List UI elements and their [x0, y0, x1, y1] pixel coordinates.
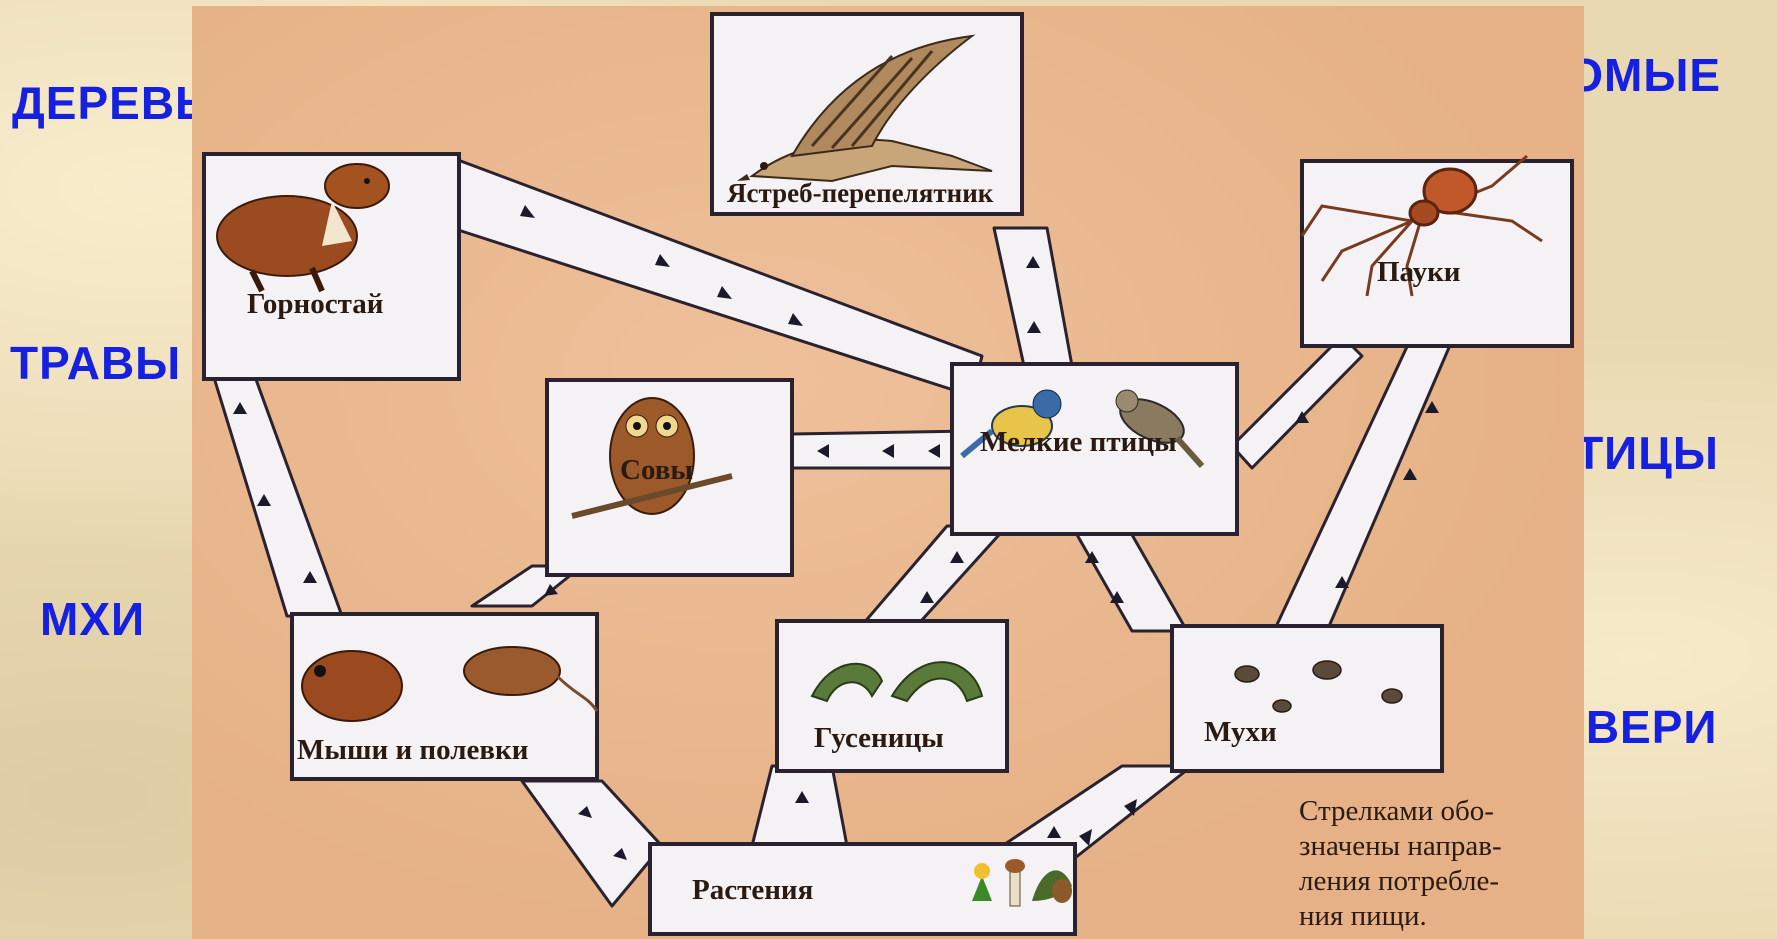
label-owls: Совы [620, 454, 693, 487]
side-label-mosses: МХИ [40, 592, 145, 646]
channel-spiders-small-birds [1232, 336, 1362, 468]
label-caterpillars: Гусеницы [814, 722, 944, 755]
channel-owl-small-birds [792, 431, 972, 468]
label-mice: Мыши и полевки [297, 734, 528, 767]
label-hawk: Ястреб-перепелятник [727, 178, 993, 209]
label-small-birds: Мелкие птицы [980, 426, 1177, 459]
legend-text: Стрелками обо- значены направ- ления пот… [1299, 794, 1502, 934]
channel-caterpillars-plants [752, 766, 847, 846]
channel-birds-caterpillars [857, 526, 1007, 631]
side-label-grasses: ТРАВЫ [10, 336, 181, 390]
channel-stoat-mice [212, 371, 342, 616]
label-plants: Растения [692, 874, 813, 907]
label-spiders: Пауки [1377, 256, 1461, 289]
channel-birds-flies [1072, 526, 1187, 631]
food-web-diagram: Ястреб-перепелятник Горностай Пауки Совы… [192, 6, 1584, 939]
channel-mice-plants [522, 781, 662, 906]
arrow-icon [1425, 401, 1439, 413]
mouse-image [302, 651, 402, 721]
label-stoat: Горностай [247, 288, 383, 321]
acorn-image [1052, 879, 1072, 903]
arrow-icon [1403, 468, 1417, 480]
label-flies: Мухи [1204, 716, 1277, 749]
channel-hawk-small-birds [994, 228, 1072, 366]
